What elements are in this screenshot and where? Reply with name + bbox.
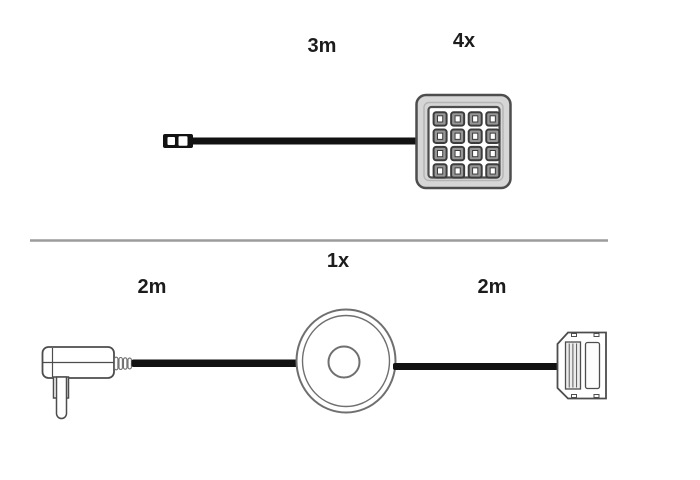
quantity-label-bottom: 1x xyxy=(327,250,349,272)
led-chip-center xyxy=(454,132,461,140)
square-led-spotlight-icon xyxy=(415,93,512,190)
round-driver-icon xyxy=(295,308,397,414)
driver-inner-rim xyxy=(301,314,391,408)
distributor-slot xyxy=(584,341,601,390)
power-supply-assembly: 1x 2m 2m xyxy=(41,250,607,420)
led-chip-center xyxy=(437,132,444,140)
plug-pin xyxy=(55,376,68,420)
cable-length-label-right: 2m xyxy=(478,276,507,298)
plug-strain-relief xyxy=(113,356,132,371)
two-pin-mini-connector-icon xyxy=(163,134,193,148)
led-chip-center xyxy=(489,132,496,140)
led-chip-center xyxy=(454,150,461,158)
led-chip-center xyxy=(454,167,461,175)
led-chip-center xyxy=(472,132,479,140)
mini-connector-pin-window xyxy=(167,137,175,145)
led-chip-center xyxy=(489,150,496,158)
cable-length-label-top: 3m xyxy=(308,35,337,57)
spotlight-assembly: 3m 4x xyxy=(163,30,512,190)
distributor-block-icon xyxy=(556,331,607,400)
led-chip-center xyxy=(437,115,444,123)
led-grid xyxy=(432,111,501,179)
led-chip-center xyxy=(437,167,444,175)
cable-length-label-left: 2m xyxy=(138,276,167,298)
quantity-label-top: 4x xyxy=(453,30,475,52)
led-chip-center xyxy=(489,167,496,175)
connection-cable-icon xyxy=(190,137,417,145)
led-chip-center xyxy=(489,115,496,123)
led-chip-center xyxy=(472,167,479,175)
power-cable-right-icon xyxy=(393,363,559,370)
distributor-rib-lines xyxy=(568,343,578,388)
led-panel-inner-ring xyxy=(423,101,504,182)
led-chip-center xyxy=(454,115,461,123)
distributor-tabs xyxy=(571,333,600,398)
driver-center-hub xyxy=(327,345,361,379)
led-chip-center xyxy=(472,115,479,123)
led-chip-center xyxy=(472,150,479,158)
led-chip-center xyxy=(437,150,444,158)
power-cable-left-icon xyxy=(131,359,300,367)
mini-connector-pin-window xyxy=(178,136,188,146)
mains-plug-icon xyxy=(41,346,132,420)
